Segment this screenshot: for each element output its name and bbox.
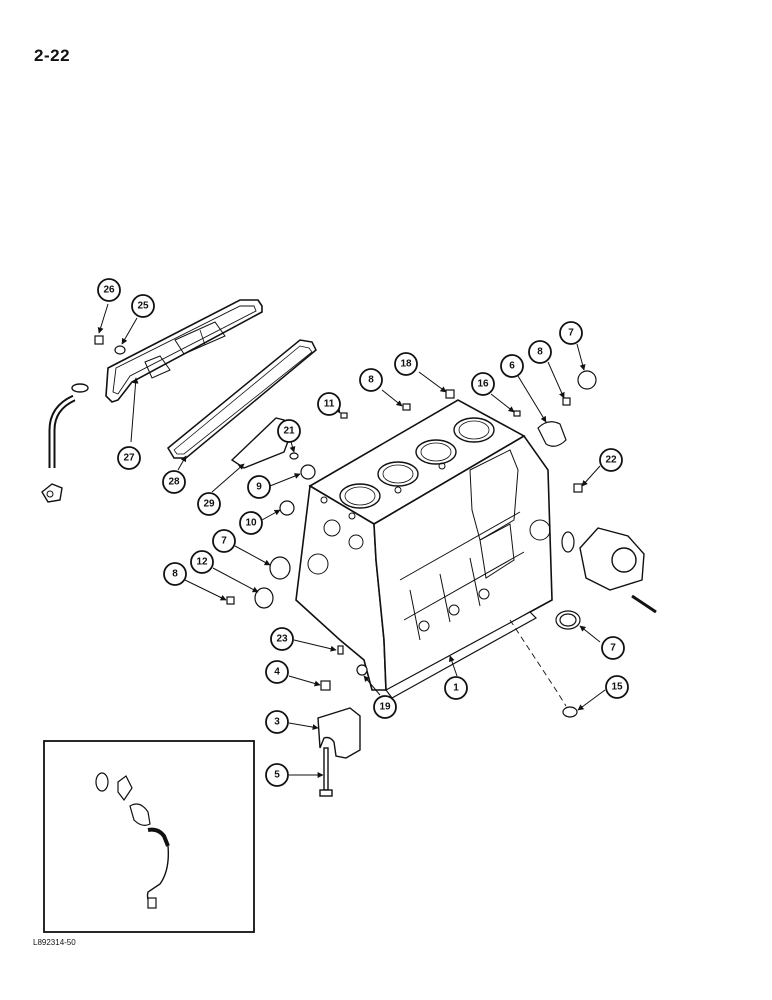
small-parts [226, 370, 597, 718]
svg-text:11: 11 [324, 399, 335, 410]
callout-1: 1 [444, 676, 468, 700]
svg-text:5: 5 [274, 770, 280, 781]
callout-11: 11 [317, 392, 341, 416]
inset-detail [43, 740, 255, 933]
svg-text:8: 8 [537, 347, 543, 358]
breather-hose [41, 383, 89, 503]
callout-7c: 7 [601, 636, 625, 660]
svg-text:9: 9 [256, 482, 262, 493]
svg-text:23: 23 [276, 634, 288, 645]
svg-text:15: 15 [611, 682, 623, 693]
svg-text:6: 6 [509, 361, 515, 372]
callout-19: 19 [373, 695, 397, 719]
svg-text:22: 22 [605, 455, 617, 466]
housing [579, 527, 657, 614]
callout-10: 10 [239, 511, 263, 535]
svg-text:27: 27 [123, 453, 135, 464]
callout-21: 21 [277, 419, 301, 443]
svg-text:29: 29 [203, 499, 215, 510]
cylinder-bores [339, 417, 495, 509]
svg-text:19: 19 [379, 702, 391, 713]
callout-8a: 8 [359, 368, 383, 392]
svg-text:10: 10 [245, 518, 257, 529]
svg-text:7: 7 [610, 643, 616, 654]
svg-text:16: 16 [477, 379, 489, 390]
svg-text:26: 26 [103, 285, 115, 296]
svg-text:12: 12 [196, 557, 208, 568]
valve-cover-gasket [167, 339, 317, 459]
callout-16: 16 [471, 372, 495, 396]
callout-26: 26 [97, 278, 121, 302]
valve-cover [105, 299, 263, 403]
callout-5: 5 [265, 763, 289, 787]
callout-7b: 7 [212, 529, 236, 553]
svg-text:3: 3 [274, 717, 280, 728]
callout-25: 25 [131, 294, 155, 318]
callout-4: 4 [265, 660, 289, 684]
callouts: 26 25 27 28 29 21 11 8 18 16 6 8 7 22 9 … [97, 278, 629, 787]
callout-15: 15 [605, 675, 629, 699]
svg-text:21: 21 [283, 426, 295, 437]
callout-18: 18 [394, 352, 418, 376]
svg-text:8: 8 [368, 375, 374, 386]
fitting-26 [94, 335, 104, 345]
callout-23: 23 [270, 627, 294, 651]
svg-text:7: 7 [568, 328, 574, 339]
svg-text:28: 28 [168, 477, 180, 488]
callout-12: 12 [190, 550, 214, 574]
callout-27: 27 [117, 446, 141, 470]
main-bearing-cap [317, 707, 361, 759]
callout-8c: 8 [163, 562, 187, 586]
callout-8b: 8 [528, 340, 552, 364]
callout-29: 29 [197, 492, 221, 516]
cap-bolt [319, 747, 333, 797]
grommet-25 [114, 345, 126, 355]
leader-lines [97, 303, 606, 778]
callout-7a: 7 [559, 321, 583, 345]
callout-6: 6 [500, 354, 524, 378]
figure-reference: L892314-50 [33, 938, 76, 947]
page-number: 2-22 [34, 46, 71, 65]
svg-text:8: 8 [172, 569, 178, 580]
callout-28: 28 [162, 470, 186, 494]
callout-3: 3 [265, 710, 289, 734]
block-details [307, 449, 551, 641]
svg-text:4: 4 [274, 667, 280, 678]
svg-text:1: 1 [453, 683, 459, 694]
callout-9: 9 [247, 475, 271, 499]
svg-text:18: 18 [400, 359, 412, 370]
svg-text:7: 7 [221, 536, 227, 547]
svg-text:25: 25 [137, 301, 149, 312]
callout-22: 22 [599, 448, 623, 472]
